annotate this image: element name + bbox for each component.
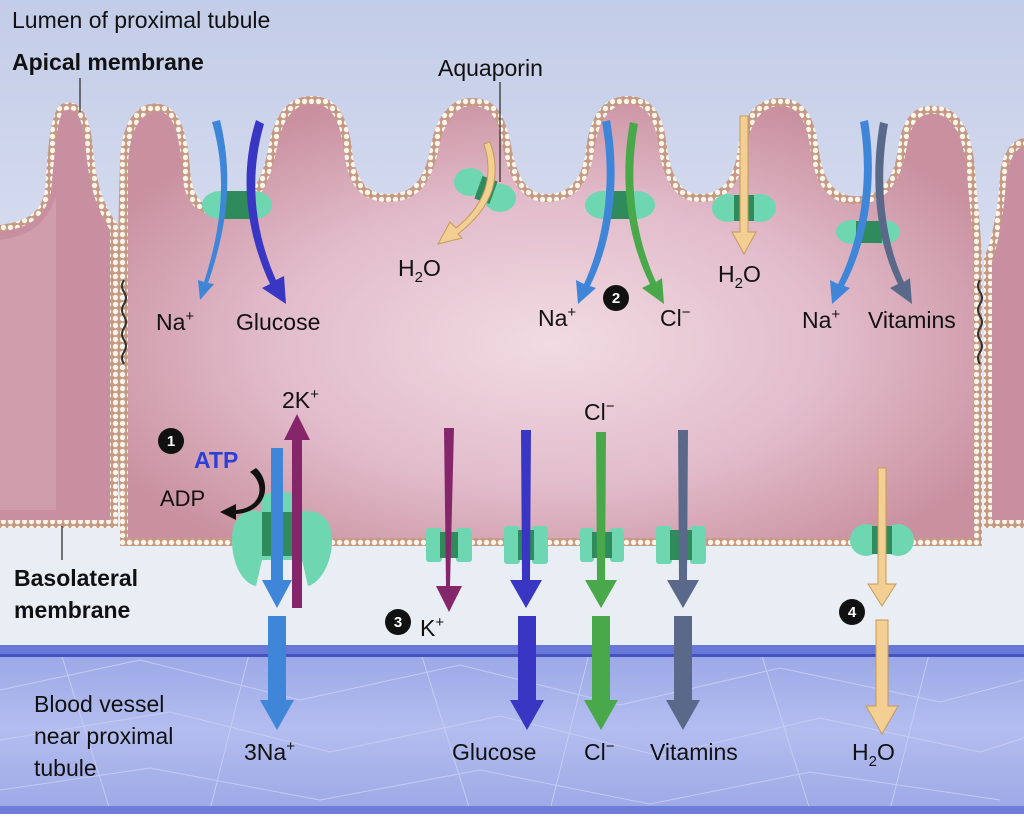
left-neighbor-cell <box>0 102 118 528</box>
na-vitamin-arrow <box>830 120 872 304</box>
k2-label: 2K+ <box>282 386 319 413</box>
glucose-channel-arrow <box>510 430 542 608</box>
basolateral-label-line2: membrane <box>14 597 130 623</box>
na3-label: 3Na+ <box>244 738 295 765</box>
blood-label-line1: Blood vessel <box>34 691 164 717</box>
cl-label-1: Cl− <box>660 304 691 331</box>
water-label-2: H2O <box>718 261 761 292</box>
water-apical-arrow <box>731 115 757 256</box>
blood-arrows <box>260 616 899 736</box>
step-4-marker: 4 <box>839 599 865 625</box>
step-2-marker: 2 <box>603 285 629 311</box>
svg-text:1: 1 <box>167 433 175 450</box>
vitamins-blood-label: Vitamins <box>650 739 738 765</box>
vitamins-apical-label: Vitamins <box>868 307 956 333</box>
water-label-1: H2O <box>398 255 441 286</box>
glucose-sglt-arrow <box>246 120 286 304</box>
na-label-2: Na+ <box>538 304 576 331</box>
k-label: K+ <box>420 614 444 641</box>
cl-blood-label: Cl− <box>584 738 615 765</box>
aquaporin-label: Aquaporin <box>438 55 543 81</box>
apical-arrows <box>198 115 912 304</box>
leader-lines <box>61 78 501 560</box>
blood-label-line2: near proximal <box>34 723 173 749</box>
water-blood-arrow <box>865 619 899 736</box>
cl-cell-label: Cl− <box>584 398 615 425</box>
atp-adp-arrow <box>220 468 266 520</box>
vitamins-blood-arrow <box>666 616 700 730</box>
basolateral-label-line1: Basolateral <box>14 565 138 591</box>
vitamins-channel-arrow <box>667 430 699 608</box>
na-cl-channel <box>585 191 655 219</box>
step-3-marker: 3 <box>385 609 411 635</box>
water-basolateral-arrow <box>867 467 897 607</box>
water-aquaporin-arrow <box>437 141 496 245</box>
cl-channel-arrow <box>585 432 617 608</box>
svg-text:4: 4 <box>848 604 857 621</box>
k-channel-arrow <box>436 428 462 612</box>
glucose-blood-arrow <box>510 616 544 730</box>
glucose-apical-label: Glucose <box>236 309 320 335</box>
right-neighbor-cell <box>984 138 1024 528</box>
na-apical-arrow <box>576 120 615 304</box>
basolateral-arrows <box>262 414 897 612</box>
na-blood-arrow <box>260 616 294 730</box>
svg-text:2: 2 <box>612 290 620 307</box>
vitamins-apical-arrow <box>875 122 912 304</box>
na-sglt-arrow <box>198 120 228 300</box>
water-blood-label: H2O <box>852 739 895 770</box>
tight-junctions <box>121 279 983 365</box>
na-label-3: Na+ <box>802 306 840 333</box>
blood-label-line3: tubule <box>34 755 97 781</box>
svg-text:3: 3 <box>394 614 402 631</box>
step-1-marker: 1 <box>158 428 184 454</box>
adp-label: ADP <box>160 486 205 511</box>
sglt-channel <box>202 191 272 219</box>
cl-apical-arrow <box>625 122 664 304</box>
atp-label: ATP <box>194 447 238 473</box>
lumen-label: Lumen of proximal tubule <box>12 7 270 33</box>
vitamin-channel <box>836 220 900 244</box>
na-pump-arrow <box>262 448 292 608</box>
cl-blood-arrow <box>584 616 618 730</box>
step-markers: 1 2 3 4 <box>158 285 865 635</box>
k-pump-arrow <box>284 414 310 608</box>
apical-membrane-label: Apical membrane <box>12 49 204 75</box>
na-label-1: Na+ <box>156 308 194 335</box>
blood-vessel <box>0 645 1024 814</box>
glucose-blood-label: Glucose <box>452 739 536 765</box>
